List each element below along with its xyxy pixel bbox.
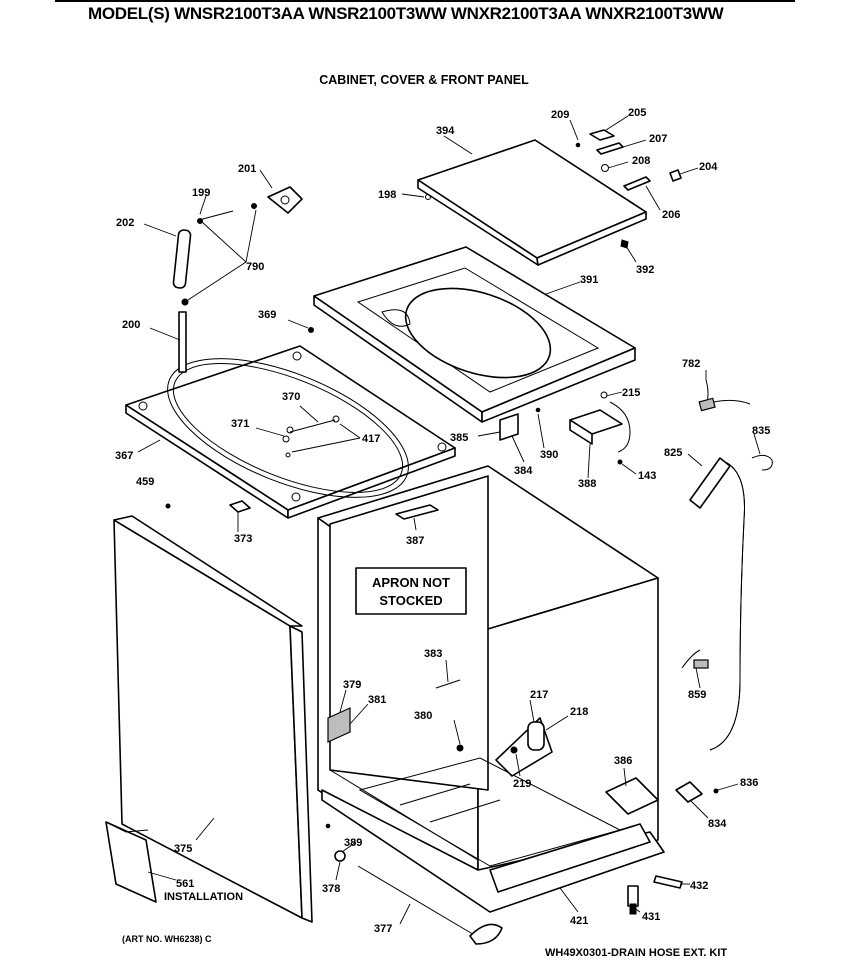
bottom-parts [325, 823, 683, 945]
callout-834: 834 [708, 818, 727, 830]
callout-371: 371 [231, 418, 249, 430]
callout-378: 378 [322, 883, 340, 895]
section-title: CABINET, COVER & FRONT PANEL [319, 73, 529, 87]
callout-782: 782 [682, 358, 700, 370]
frame-hardware [165, 327, 340, 513]
callout-383: 383 [424, 648, 442, 660]
callout-421: 421 [570, 915, 588, 927]
callout-392: 392 [636, 264, 654, 276]
drain-parts [327, 679, 659, 815]
callout-207: 207 [649, 133, 667, 145]
callout-205: 205 [628, 107, 646, 119]
callout-386: 386 [614, 755, 632, 767]
callout-389: 389 [344, 837, 362, 849]
callout-369: 369 [258, 309, 276, 321]
callout-200: 200 [122, 319, 140, 331]
callout-384: 384 [514, 465, 533, 477]
callout-387: 387 [406, 535, 424, 547]
callout-367: 367 [115, 450, 133, 462]
callout-375: 375 [174, 843, 192, 855]
callout-199: 199 [192, 187, 210, 199]
callout-417: 417 [362, 433, 380, 445]
callout-377: 377 [374, 923, 392, 935]
callout-labels: 394 209 205 207 208 204 206 198 201 199 … [115, 107, 770, 935]
callout-459: 459 [136, 476, 154, 488]
kit-note: WH49X0301-DRAIN HOSE EXT. KIT [545, 947, 728, 959]
apron-notice: APRON NOT STOCKED [355, 567, 467, 615]
callout-432: 432 [690, 880, 708, 892]
washer-lid [417, 139, 647, 266]
callout-202: 202 [116, 217, 134, 229]
callout-143: 143 [638, 470, 656, 482]
callout-373: 373 [234, 533, 252, 545]
callout-390: 390 [540, 449, 558, 461]
callout-391: 391 [580, 274, 598, 286]
callout-561: 561 [176, 878, 194, 890]
callout-218: 218 [570, 706, 588, 718]
top-rule [55, 0, 795, 2]
callout-208: 208 [632, 155, 650, 167]
top-cover [313, 246, 636, 423]
callout-380: 380 [414, 710, 432, 722]
wire-harness [698, 379, 751, 412]
callout-198: 198 [378, 189, 396, 201]
callout-431: 431 [642, 911, 660, 923]
callout-825: 825 [664, 447, 682, 459]
drain-hose [675, 454, 773, 803]
suspension-assembly [172, 186, 303, 373]
callout-836: 836 [740, 777, 758, 789]
art-number: (ART NO. WH6238) C [122, 934, 212, 944]
callout-201: 201 [238, 163, 256, 175]
front-panel [113, 515, 313, 923]
installation-sheet [105, 821, 157, 903]
callout-381: 381 [368, 694, 386, 706]
callout-790: 790 [246, 261, 264, 273]
callout-215: 215 [622, 387, 640, 399]
callout-385: 385 [450, 432, 468, 444]
callout-209: 209 [551, 109, 569, 121]
callout-859: 859 [688, 689, 706, 701]
callout-217: 217 [530, 689, 548, 701]
notice-line-2: STOCKED [379, 593, 442, 608]
callout-394: 394 [436, 125, 455, 137]
installation-label: INSTALLATION [164, 891, 243, 903]
callout-388: 388 [578, 478, 596, 490]
callout-370: 370 [282, 391, 300, 403]
callout-204: 204 [699, 161, 718, 173]
notice-line-1: APRON NOT [372, 575, 450, 590]
base-frame [125, 345, 456, 519]
leader-lines [137, 115, 761, 925]
callout-379: 379 [343, 679, 361, 691]
callout-219: 219 [513, 778, 531, 790]
callout-835: 835 [752, 425, 770, 437]
callout-206: 206 [662, 209, 680, 221]
model-title: MODEL(S) WNSR2100T3AA WNSR2100T3WW WNXR2… [88, 4, 724, 23]
lid-switch [499, 391, 631, 465]
